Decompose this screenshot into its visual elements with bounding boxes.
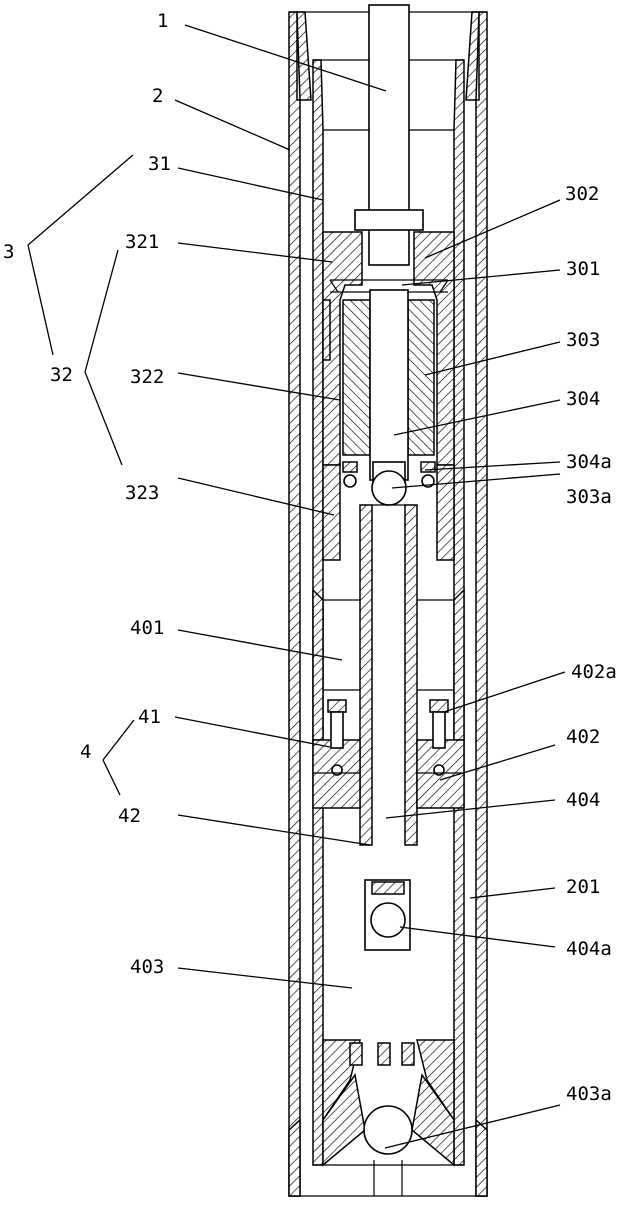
label-401: 401 — [130, 617, 164, 639]
lower-valve — [365, 880, 410, 950]
label-3: 3 — [3, 241, 14, 263]
label-304a: 304a — [566, 451, 612, 473]
label-301: 301 — [566, 258, 600, 280]
mandrel — [370, 290, 408, 484]
label-41: 41 — [138, 706, 161, 728]
label-322: 322 — [130, 366, 164, 388]
central-pipe — [360, 505, 417, 845]
label-402a: 402a — [571, 661, 617, 683]
lower-piston — [313, 700, 464, 808]
label-321: 321 — [125, 231, 159, 253]
label-201: 201 — [566, 876, 600, 898]
label-1: 1 — [157, 10, 168, 32]
label-302: 302 — [565, 183, 599, 205]
label-303a: 303a — [566, 486, 612, 508]
label-403a: 403a — [566, 1083, 612, 1105]
label-304: 304 — [566, 388, 600, 410]
label-303: 303 — [566, 329, 600, 351]
top-rod — [355, 5, 423, 265]
label-323: 323 — [125, 482, 159, 504]
label-402: 402 — [566, 726, 600, 748]
label-4: 4 — [80, 741, 91, 763]
label-404: 404 — [566, 789, 600, 811]
label-31: 31 — [148, 153, 171, 175]
label-403: 403 — [130, 956, 164, 978]
label-404a: 404a — [566, 938, 612, 960]
label-42: 42 — [118, 805, 141, 827]
label-32: 32 — [50, 364, 73, 386]
labels: 1 2 31 3 321 302 301 32 322 303 304 304a… — [3, 10, 617, 1105]
bottom-seat — [323, 1040, 454, 1196]
upper-valve — [323, 462, 454, 560]
label-2: 2 — [152, 85, 163, 107]
